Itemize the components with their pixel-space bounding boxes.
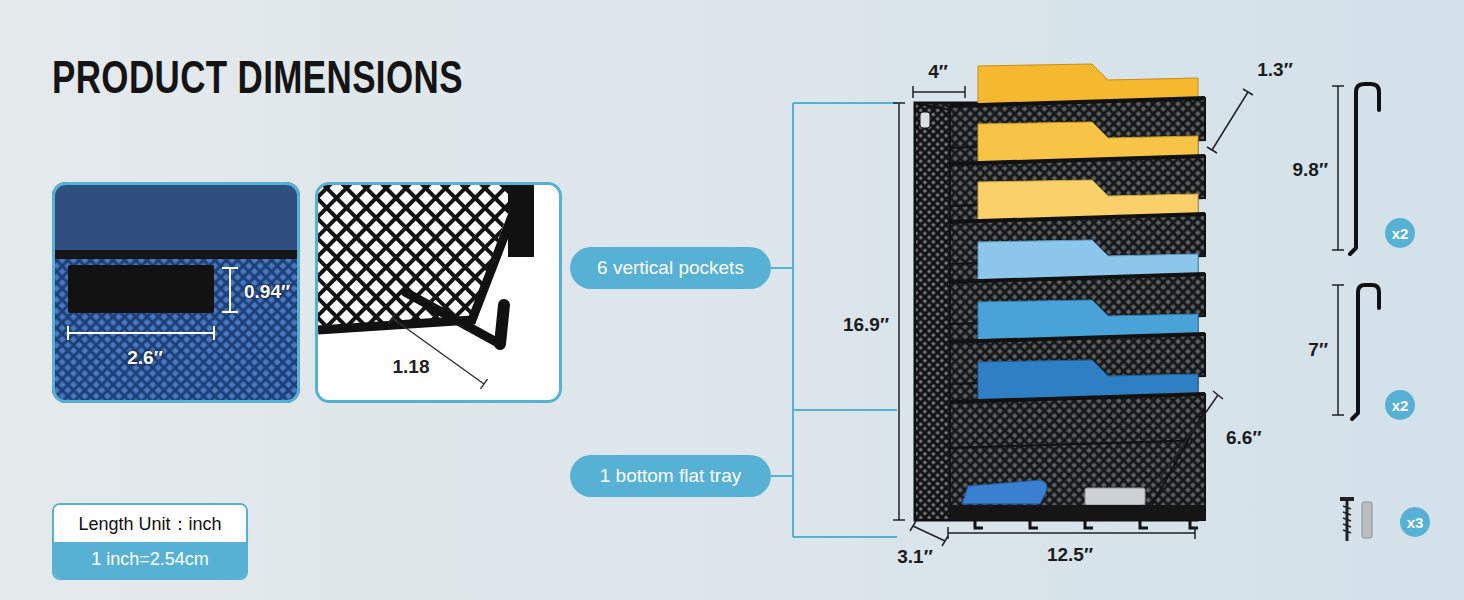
pocket-rim bbox=[950, 214, 1205, 222]
callout-pill: 6 vertical pockets bbox=[570, 247, 771, 289]
dimension-line bbox=[948, 527, 1195, 539]
dimension-value: 1.18 bbox=[393, 356, 430, 378]
pocket-rim bbox=[950, 394, 1205, 402]
eraser bbox=[1085, 488, 1145, 505]
detail-photo: 0.94″ 2.6″ bbox=[52, 182, 300, 403]
dimension-line bbox=[1332, 86, 1344, 250]
pocket-rim bbox=[950, 98, 1205, 106]
dimension-line bbox=[1155, 391, 1223, 482]
dimension-value: 2.6″ bbox=[127, 347, 163, 369]
page-title: PRODUCT DIMENSIONS bbox=[52, 50, 463, 104]
dimension-label: 16.9″ bbox=[843, 314, 889, 336]
pocket-rim bbox=[950, 274, 1205, 282]
dimension-line bbox=[389, 313, 488, 389]
dimension-line bbox=[913, 86, 965, 98]
dimension-label: 1.3″ bbox=[1257, 59, 1293, 81]
dimension-line bbox=[1207, 89, 1253, 153]
node-text: x3 bbox=[1407, 514, 1424, 531]
pocket-front bbox=[950, 394, 1205, 448]
photo-ground bbox=[315, 182, 562, 403]
dimension-label: 12.5″ bbox=[1047, 544, 1093, 566]
quantity-badge: x2 bbox=[1385, 390, 1415, 420]
hook-rod bbox=[405, 292, 500, 344]
tray-rim bbox=[318, 185, 524, 330]
label-slot bbox=[68, 265, 214, 313]
node-text: 1 inch=2.54cm bbox=[54, 542, 246, 578]
node-text: x2 bbox=[1392, 225, 1409, 242]
node-text: 1 bottom flat tray bbox=[600, 465, 742, 487]
dimension-label: 3.1″ bbox=[897, 546, 933, 568]
side-bar bbox=[508, 185, 534, 257]
hanging-hole bbox=[920, 112, 930, 128]
screw-thread bbox=[1343, 506, 1351, 533]
short-hook bbox=[1352, 285, 1379, 419]
pocket-rim bbox=[950, 156, 1205, 164]
dimension-line bbox=[1332, 285, 1344, 415]
detail-photo: 1.18 bbox=[315, 182, 562, 403]
quantity-badge: x2 bbox=[1385, 218, 1415, 248]
node-text: x2 bbox=[1392, 397, 1409, 414]
wall-file-organizer bbox=[915, 64, 1205, 528]
node-text: 6 vertical pockets bbox=[597, 257, 744, 279]
dimension-label: 4″ bbox=[928, 61, 948, 83]
long-hook bbox=[1350, 84, 1379, 254]
unit-box: Length Unit：inch1 inch=2.54cm bbox=[52, 503, 248, 580]
dimension-line bbox=[222, 268, 238, 312]
fabric-band bbox=[52, 182, 300, 257]
dimension-label: 6.6″ bbox=[1226, 427, 1262, 449]
dimension-label: 9.8″ bbox=[1292, 159, 1328, 181]
dimension-lines bbox=[893, 86, 1344, 546]
side-panel bbox=[915, 103, 950, 520]
pocket-rim bbox=[950, 334, 1205, 342]
node-text: Length Unit：inch bbox=[54, 505, 246, 542]
grid-mesh bbox=[318, 185, 518, 328]
stapler bbox=[962, 480, 1047, 504]
callout-pill: 1 bottom flat tray bbox=[570, 455, 771, 497]
dimension-value: 0.94″ bbox=[244, 281, 290, 303]
bracket-line bbox=[771, 103, 897, 537]
dimension-line bbox=[893, 103, 905, 520]
quantity-badge: x3 bbox=[1400, 507, 1430, 537]
tray-feet bbox=[975, 520, 1198, 528]
tray-side bbox=[1152, 410, 1205, 520]
hook-tip bbox=[500, 305, 504, 344]
screw bbox=[1340, 497, 1354, 541]
slot-detail-photo bbox=[52, 182, 300, 403]
tray-floor bbox=[950, 505, 1205, 520]
tray-rim bbox=[52, 250, 300, 259]
hook-detail-photo bbox=[315, 182, 562, 403]
dimension-line bbox=[68, 326, 214, 340]
blue-mesh bbox=[52, 257, 300, 403]
screw-head bbox=[1340, 497, 1354, 501]
dimension-label: 7″ bbox=[1308, 339, 1328, 361]
wall-anchor bbox=[1362, 502, 1372, 538]
dimension-line bbox=[910, 521, 948, 546]
